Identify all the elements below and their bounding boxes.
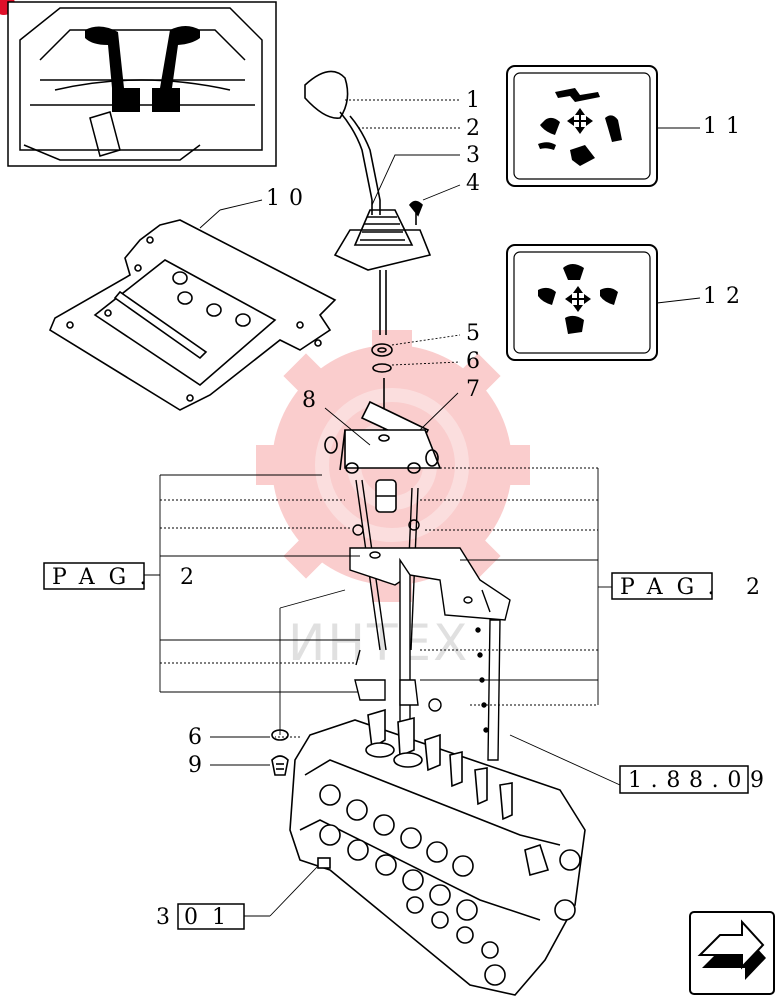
loader-control-pattern-icon [538,264,618,334]
callout-6: 6 [466,349,489,374]
cab-inset [7,1,277,167]
watermark-text: ИНТЕХ [288,614,469,672]
pag-ref-left[interactable]: PAG. 2 [43,562,203,590]
control-valve [289,708,586,996]
callout-3: 3 [466,143,489,168]
decal-11 [506,65,658,187]
ref-301-text: 301 [156,905,240,930]
washer-and-bolt [271,729,289,776]
pag-ref-right-num: 2 [746,575,769,600]
ref-301[interactable]: 301 [156,903,245,930]
ref-1-88-09[interactable]: 1.88.09 [619,765,778,794]
callout-12: 12 [703,284,749,309]
callout-7: 7 [466,377,489,402]
ref-1-88-09-text: 1.88.09 [628,768,778,793]
cab-joysticks [85,26,200,157]
callout-9: 9 [188,753,211,778]
pivot-bracket [324,400,442,513]
pag-ref-right-label: PAG. [620,575,728,600]
callout-1: 1 [466,88,489,113]
pag-ref-left-num: 2 [180,565,203,590]
pag-ref-left-label: PAG. [52,565,160,590]
callout-11: 11 [703,114,749,139]
callout-8: 8 [302,388,325,413]
excavator-control-pattern-icon [538,88,622,166]
floor-plate [48,219,337,411]
callout-4: 4 [466,171,489,196]
pag-ref-right[interactable]: PAG. 2 [611,572,769,600]
callout-6-lower: 6 [188,725,211,750]
next-page-arrow-icon[interactable] [689,911,775,995]
linkage-rods [349,479,511,761]
callout-2: 2 [466,116,489,141]
decal-12 [506,244,658,361]
lever-assembly [304,70,432,335]
callout-10: 10 [266,186,312,211]
callout-5: 5 [466,321,489,346]
